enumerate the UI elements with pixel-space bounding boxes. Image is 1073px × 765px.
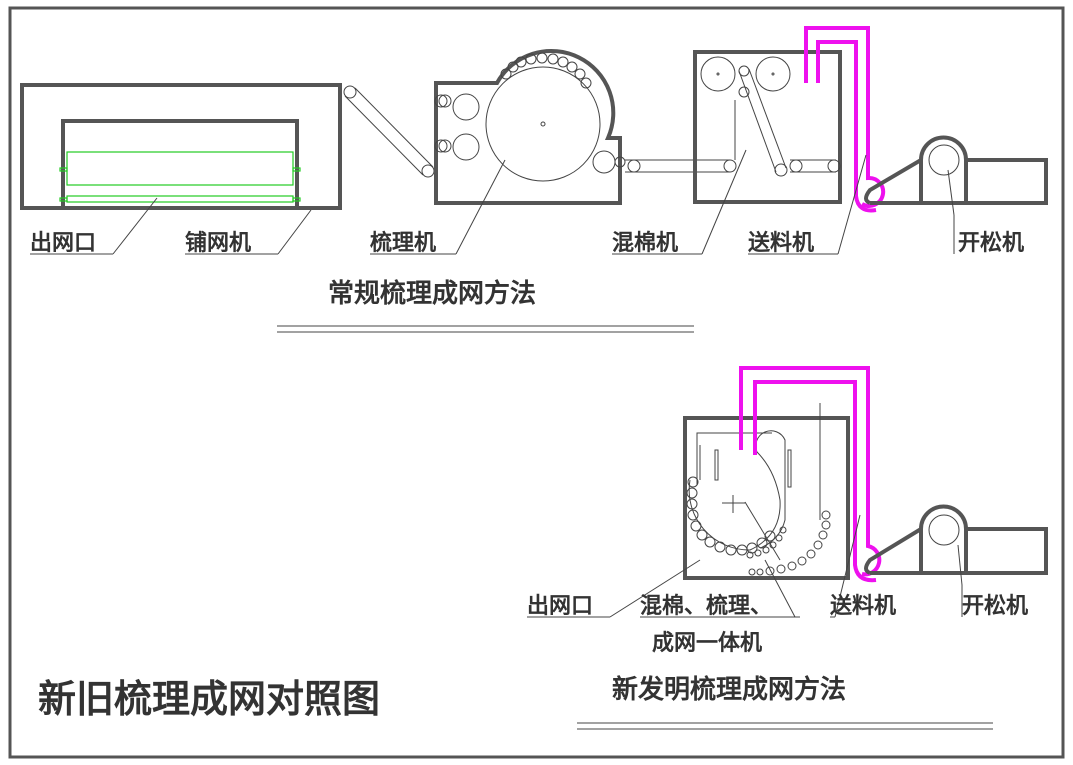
conventional-title: 常规梳理成网方法 xyxy=(328,278,536,309)
cotton-mixing-machine xyxy=(693,50,842,204)
label-integrated-2: 成网一体机 xyxy=(652,630,762,656)
label-integrated-1: 混棉、梳理、 xyxy=(640,593,772,619)
label-feeder-new: 送料机 xyxy=(830,593,896,619)
label-carding: 梳理机 xyxy=(370,230,436,256)
integrated-machine xyxy=(683,403,850,580)
carding-machine xyxy=(434,48,626,205)
label-web-layer: 铺网机 xyxy=(185,230,251,256)
label-web-outlet: 出网口 xyxy=(30,230,96,256)
label-web-outlet-new: 出网口 xyxy=(527,593,593,619)
leader-lines xyxy=(30,149,955,255)
inclined-conveyor xyxy=(343,85,435,178)
feed-pipe xyxy=(804,26,886,213)
label-mixing: 混棉机 xyxy=(612,230,678,256)
carding-rollers xyxy=(686,476,831,576)
outer-border xyxy=(8,6,1065,759)
label-opener-new: 开松机 xyxy=(962,593,1028,619)
opening-machine-new xyxy=(864,504,1048,575)
main-title: 新旧梳理成网对照图 xyxy=(38,676,380,721)
label-feeder: 送料机 xyxy=(748,230,814,256)
leader-lines-new xyxy=(527,514,963,618)
opening-machine xyxy=(864,135,1048,205)
web-layering-machine xyxy=(20,83,342,210)
invention-title: 新发明梳理成网方法 xyxy=(612,674,846,705)
label-opener: 开松机 xyxy=(958,230,1024,256)
feed-conveyor xyxy=(625,159,737,173)
